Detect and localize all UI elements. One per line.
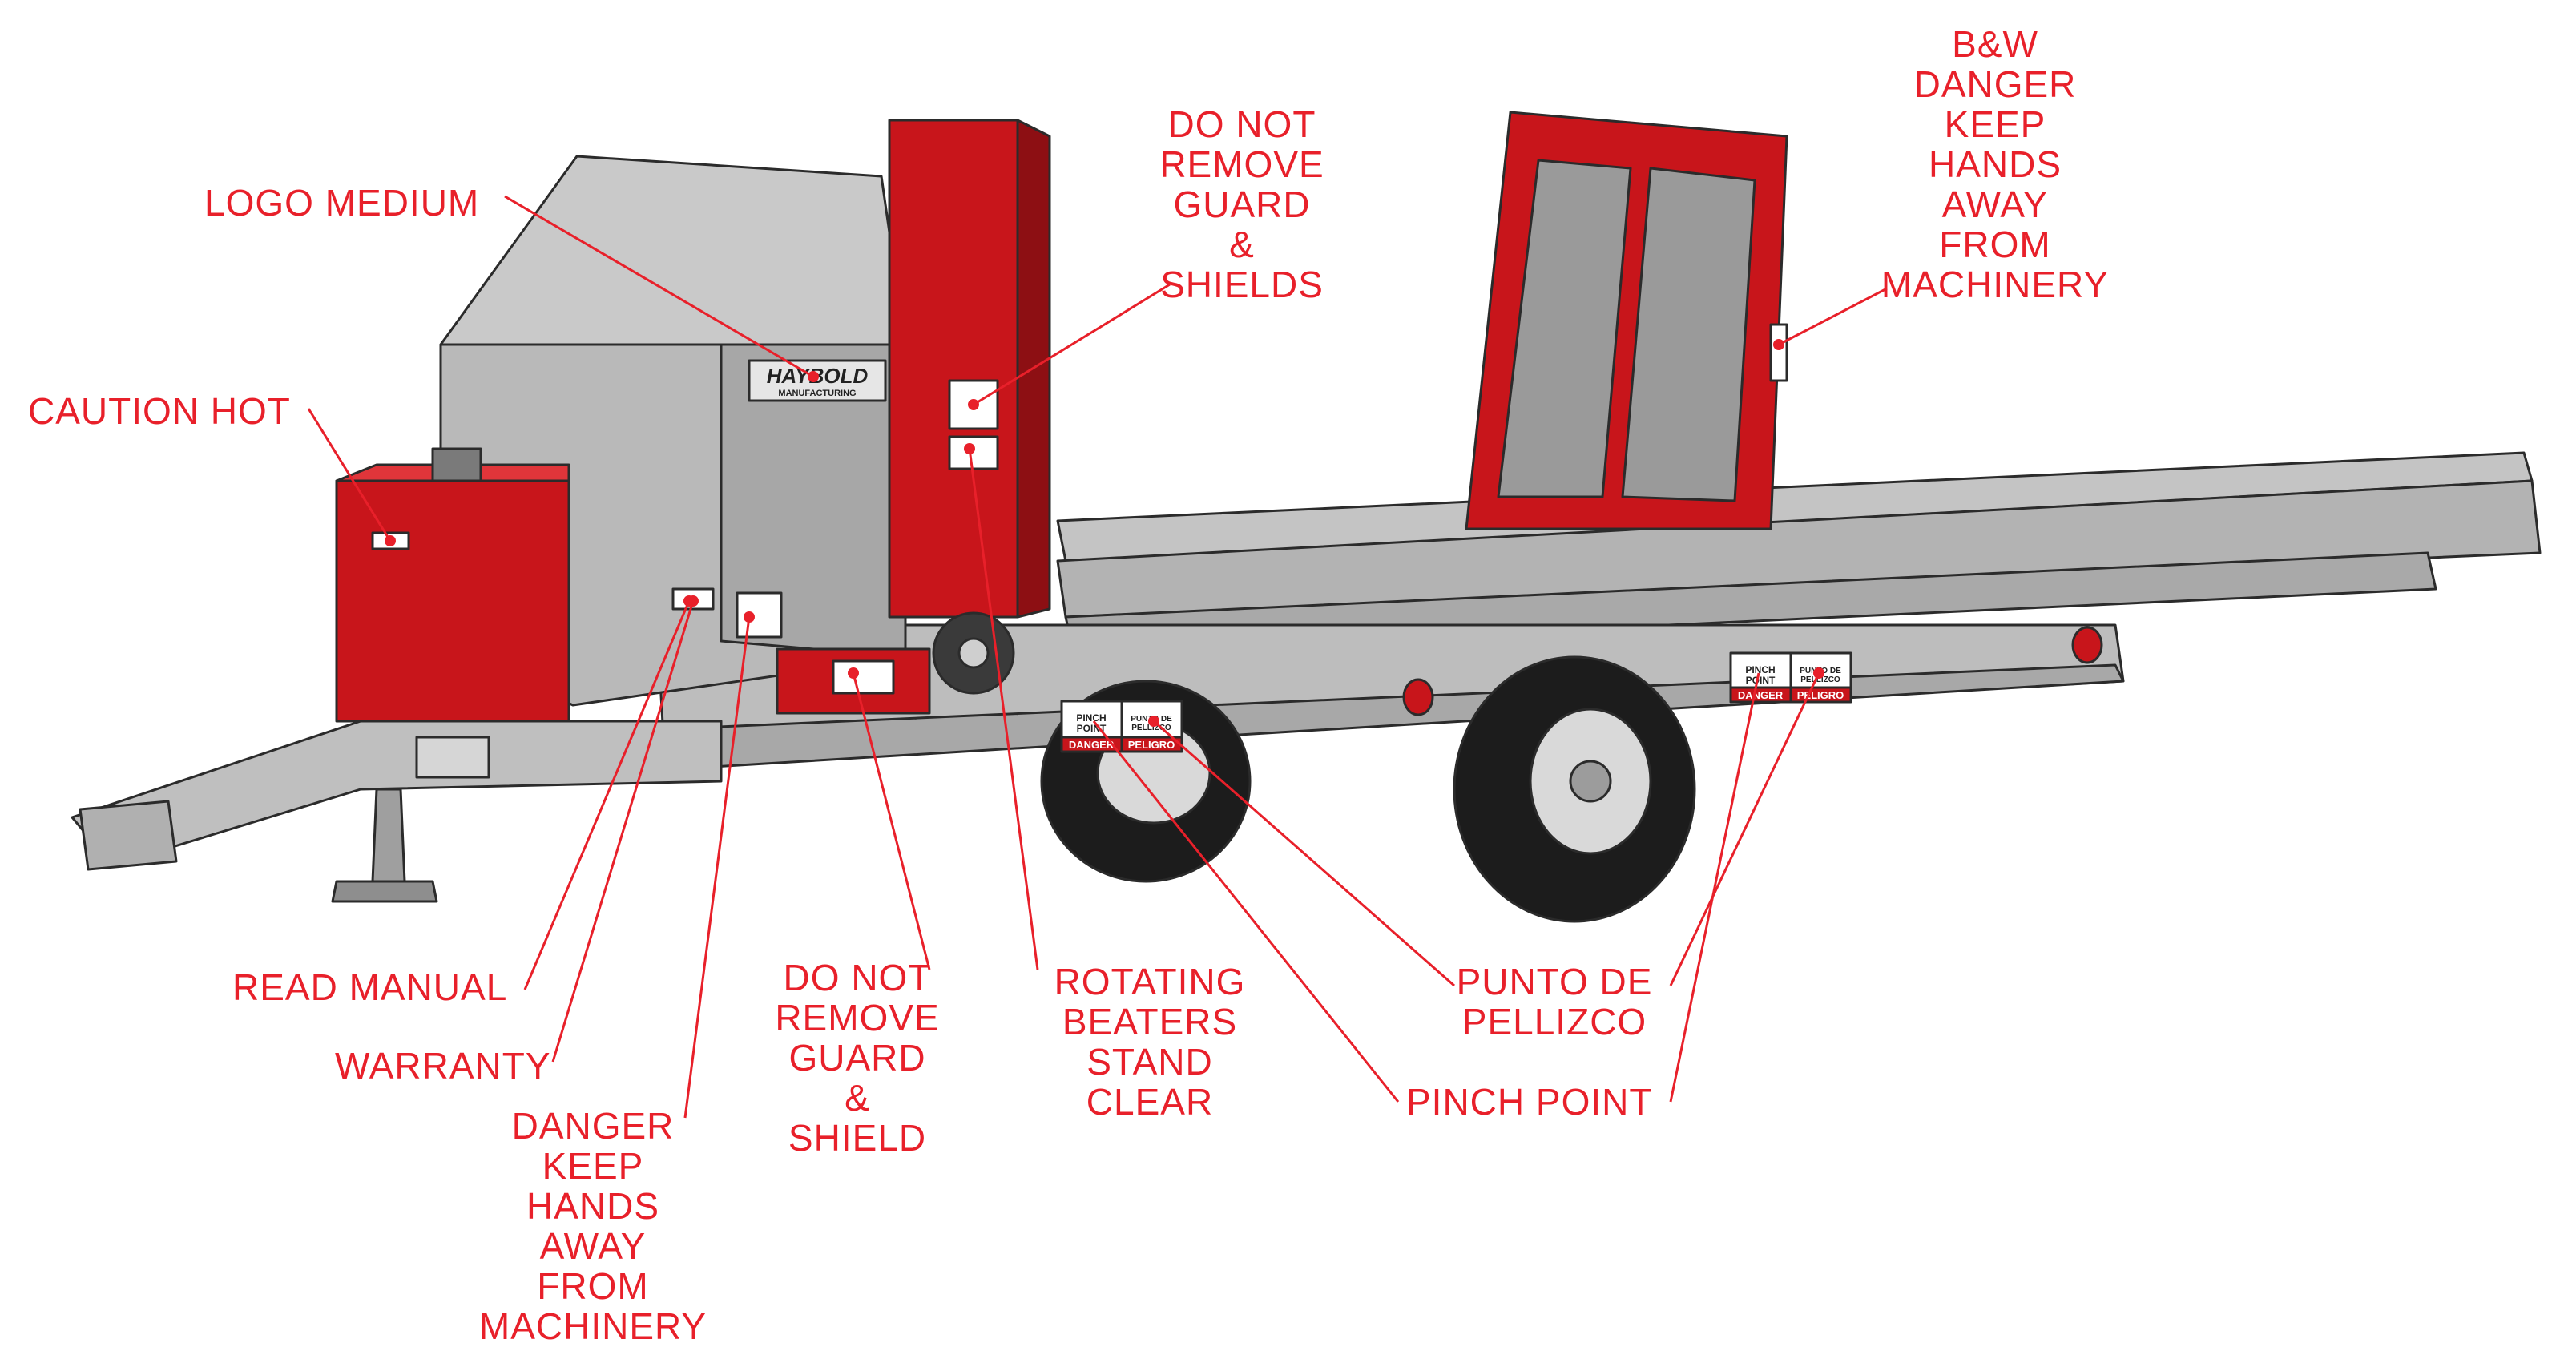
jack-foot xyxy=(331,880,438,903)
loading-ramp-mesh-left xyxy=(1497,159,1632,498)
label-rotating-beaters: ROTATING BEATERS STAND CLEAR xyxy=(1054,961,1246,1123)
front-wheel-hub xyxy=(1569,760,1612,803)
leader-logo-medium xyxy=(504,195,814,378)
dot-caution-hot xyxy=(385,535,396,546)
dot-do-not-remove-column xyxy=(968,399,979,410)
bw-danger-decal xyxy=(1769,323,1788,382)
label-caution-hot: CAUTION HOT xyxy=(28,390,291,432)
danger-strip-a-text: DANGER xyxy=(1069,739,1115,751)
label-pinch-point: PINCH POINT xyxy=(1406,1081,1653,1123)
guard-column xyxy=(888,119,1019,619)
label-logo-medium: LOGO MEDIUM xyxy=(204,182,480,224)
dot-warranty xyxy=(687,595,699,607)
tank-cap xyxy=(431,447,482,482)
label-bw-danger-keep-hands: B&W DANGER KEEP HANDS AWAY FROM MACHINER… xyxy=(1881,23,2110,305)
leader-pinch-b xyxy=(1669,672,1760,1103)
leader-punto-b xyxy=(1669,672,1820,986)
peligro-strip-b-text: PELIGRO xyxy=(1797,689,1844,701)
label-do-not-remove-guard-shields: DO NOT REMOVE GUARD & SHIELDS xyxy=(1159,103,1324,305)
peligro-strip-a-text: PELIGRO xyxy=(1128,739,1175,751)
hitch-tongue xyxy=(79,800,178,871)
leader-pinch-a xyxy=(1092,720,1400,1103)
leader-bw-danger xyxy=(1778,287,1888,346)
danger-strip-b-text: DANGER xyxy=(1738,689,1784,701)
beater-hub xyxy=(957,637,990,669)
leader-read-manual xyxy=(523,600,691,990)
processor-housing-top xyxy=(439,155,907,346)
leader-punto-a xyxy=(1153,720,1455,987)
jack-stand xyxy=(371,788,406,883)
tail-light-right xyxy=(2071,626,2103,664)
label-warranty: WARRANTY xyxy=(335,1045,551,1087)
logo-decal xyxy=(748,359,887,402)
do-not-remove-decal-column xyxy=(948,379,999,430)
do-not-remove-decal-shield xyxy=(832,659,895,695)
leader-do-not-remove-shields xyxy=(973,283,1171,406)
rear-deck-mid-rail xyxy=(1056,479,2542,619)
leader-danger-keep-hands xyxy=(683,616,751,1119)
dot-punto-a xyxy=(1148,716,1159,727)
dot-danger-keep-hands xyxy=(744,611,755,623)
leader-rotating-beaters xyxy=(968,448,1039,970)
hitch-plate xyxy=(415,736,490,779)
loading-ramp-mesh-right xyxy=(1621,167,1756,502)
warranty-decal xyxy=(736,591,783,639)
label-punto-de-pellizco: PUNTO DE PELLIZCO xyxy=(1456,961,1653,1042)
rotating-beaters-decal xyxy=(948,435,999,470)
dot-bw-danger xyxy=(1773,339,1784,350)
dot-rotating-beaters xyxy=(964,443,975,454)
dot-do-not-remove-shield xyxy=(848,667,859,679)
dot-punto-b xyxy=(1813,667,1824,679)
label-do-not-remove-guard-shield: DO NOT REMOVE GUARD & SHIELD xyxy=(775,957,940,1159)
label-read-manual: READ MANUAL xyxy=(232,966,508,1008)
leader-do-not-remove-shield xyxy=(852,672,931,970)
dot-logo xyxy=(808,371,819,382)
label-danger-keep-hands: DANGER KEEP HANDS AWAY FROM MACHINERY xyxy=(478,1105,707,1347)
logo-decal-subtext: MANUFACTURING xyxy=(778,389,856,398)
leader-warranty xyxy=(551,600,695,1063)
tail-light-left xyxy=(1402,678,1434,716)
leader-caution-hot xyxy=(307,408,392,542)
hydraulic-tank xyxy=(335,479,570,723)
